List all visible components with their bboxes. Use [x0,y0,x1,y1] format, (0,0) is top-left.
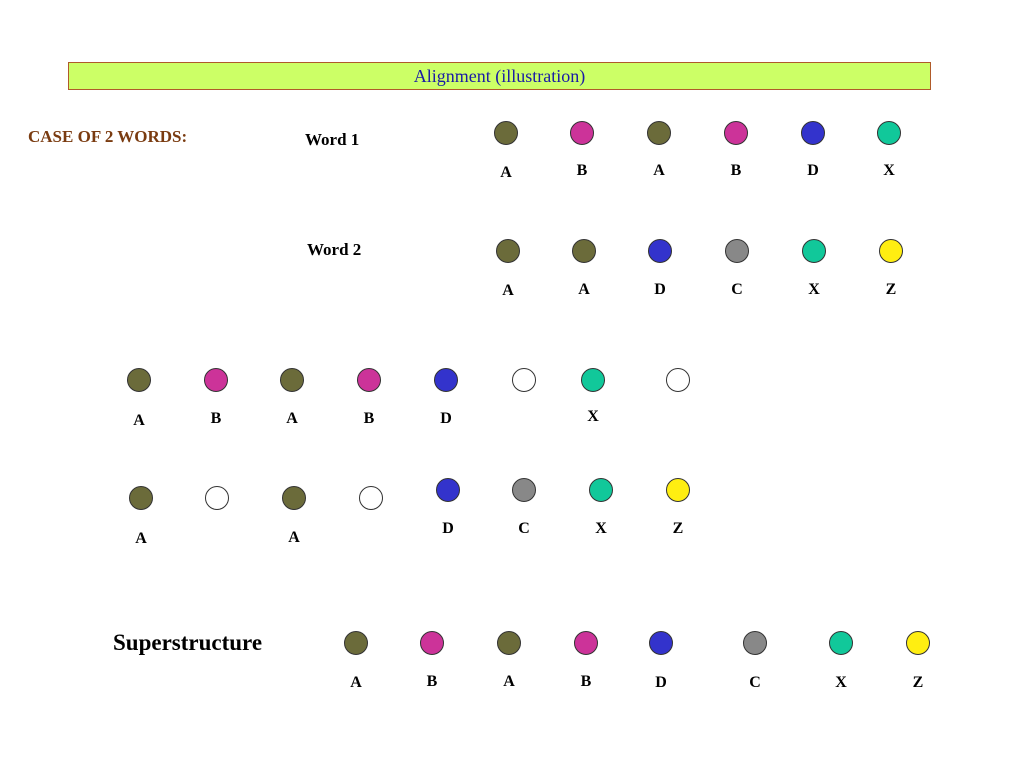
symbol-label: X [883,162,895,179]
symbol-circle [743,631,767,655]
symbol-label: C [518,520,530,537]
symbol-circle [570,121,594,145]
symbol-circle [572,239,596,263]
word1-label: Word 1 [305,130,360,149]
symbol-circle [829,631,853,655]
symbol-circle [420,631,444,655]
symbol-label: B [576,162,588,179]
symbol-label: B [426,673,438,690]
symbol-label: X [808,281,820,298]
symbol-label: B [580,673,592,690]
symbol-label: A [135,530,147,547]
symbol-circle [574,631,598,655]
symbol-circle [204,368,228,392]
symbol-circle [647,121,671,145]
symbol-circle [801,121,825,145]
word2-label: Word 2 [307,240,362,259]
symbol-circle [436,478,460,502]
symbol-circle [906,631,930,655]
superstructure-label: Superstructure [113,630,263,655]
symbol-circle [494,121,518,145]
symbol-circle [282,486,306,510]
symbol-label: B [730,162,742,179]
symbol-label: D [654,281,666,298]
symbol-label: B [363,410,375,427]
symbol-circle [649,631,673,655]
symbol-circle [127,368,151,392]
symbol-circle [496,239,520,263]
symbol-label: D [655,674,667,691]
symbol-label: A [350,674,362,691]
symbol-label: X [587,408,599,425]
symbol-circle [129,486,153,510]
gap-circle [359,486,383,510]
symbol-circle [802,239,826,263]
symbol-circle [877,121,901,145]
gap-circle [666,368,690,392]
symbol-label: Z [672,520,684,537]
symbol-circle [280,368,304,392]
symbol-label: D [807,162,819,179]
symbol-label: A [578,281,590,298]
symbol-label: D [442,520,454,537]
symbol-label: B [210,410,222,427]
symbol-label: A [500,164,512,181]
gap-circle [205,486,229,510]
symbol-label: A [503,673,515,690]
symbol-label: D [440,410,452,427]
symbol-circle [512,478,536,502]
diagram-title-banner: Alignment (illustration) [68,62,931,90]
symbol-circle [724,121,748,145]
symbol-label: A [502,282,514,299]
symbol-label: A [133,412,145,429]
symbol-label: A [288,529,300,546]
symbol-label: C [731,281,743,298]
symbol-label: A [653,162,665,179]
symbol-circle [434,368,458,392]
symbol-label: C [749,674,761,691]
symbol-circle [581,368,605,392]
symbol-label: X [835,674,847,691]
symbol-circle [879,239,903,263]
symbol-circle [357,368,381,392]
symbol-label: A [286,410,298,427]
symbol-label: Z [912,674,924,691]
symbol-circle [497,631,521,655]
gap-circle [512,368,536,392]
symbol-circle [648,239,672,263]
symbol-circle [725,239,749,263]
symbol-label: Z [885,281,897,298]
symbol-circle [666,478,690,502]
case-label: CASE OF 2 WORDS: [28,127,188,146]
symbol-label: X [595,520,607,537]
diagram-title: Alignment (illustration) [413,66,586,86]
symbol-circle [344,631,368,655]
symbol-circle [589,478,613,502]
